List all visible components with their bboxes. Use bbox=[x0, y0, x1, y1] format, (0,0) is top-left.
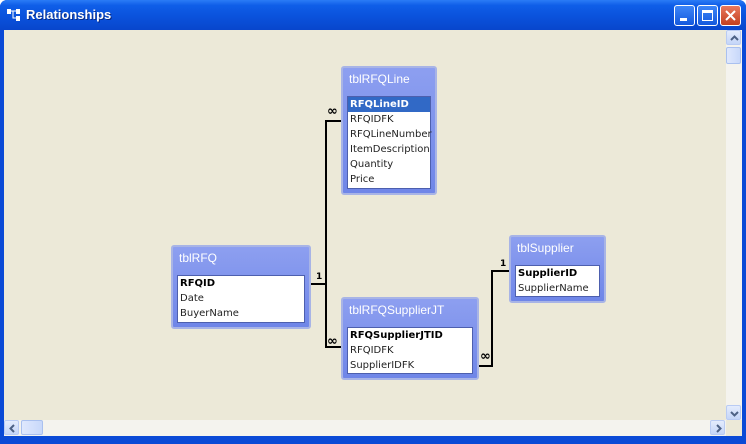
field-item[interactable]: RFQIDFK bbox=[350, 114, 394, 125]
table-title: tblRFQSupplierJT bbox=[349, 303, 445, 317]
arrow-up-icon bbox=[730, 35, 739, 41]
maximize-button[interactable] bbox=[697, 5, 718, 26]
title-bar[interactable]: Relationships bbox=[0, 0, 746, 30]
field-list[interactable]: RFQID Date BuyerName bbox=[177, 275, 305, 323]
maximize-icon bbox=[702, 10, 713, 21]
table-tblrfqline[interactable]: tblRFQLine RFQLineID RFQIDFK RFQLineNumb… bbox=[341, 66, 437, 195]
relationship-line-rfq-supplierjt bbox=[325, 284, 342, 348]
table-tblrfq[interactable]: tblRFQ RFQID Date BuyerName bbox=[171, 245, 311, 329]
close-button[interactable] bbox=[720, 5, 741, 26]
arrow-right-icon bbox=[716, 424, 722, 433]
scroll-down-button[interactable] bbox=[726, 405, 741, 420]
horizontal-scrollbar[interactable] bbox=[4, 420, 726, 436]
relationships-icon bbox=[7, 9, 20, 21]
vertical-scroll-thumb[interactable] bbox=[726, 47, 741, 64]
table-tblrfqsupplierjt[interactable]: tblRFQSupplierJT RFQSupplierJTID RFQIDFK… bbox=[341, 297, 479, 380]
minimize-button[interactable] bbox=[674, 5, 695, 26]
window-title: Relationships bbox=[26, 7, 112, 22]
field-list[interactable]: SupplierID SupplierName bbox=[515, 265, 600, 297]
field-item[interactable]: RFQLineNumber bbox=[350, 129, 432, 140]
field-item[interactable]: SupplierName bbox=[518, 283, 589, 294]
many-label-supplierjt-right: ∞ bbox=[480, 349, 491, 364]
field-item[interactable]: SupplierID bbox=[518, 268, 578, 279]
arrow-down-icon bbox=[730, 411, 739, 417]
field-item[interactable]: Price bbox=[350, 174, 375, 185]
scrollbar-corner bbox=[726, 420, 742, 436]
window-bottom-border bbox=[0, 436, 746, 444]
field-list[interactable]: RFQSupplierJTID RFQIDFK SupplierIDFK bbox=[347, 327, 473, 374]
scroll-up-button[interactable] bbox=[726, 30, 741, 45]
table-title: tblSupplier bbox=[517, 241, 574, 255]
scroll-left-button[interactable] bbox=[4, 420, 19, 435]
field-item[interactable]: Date bbox=[180, 293, 204, 304]
field-item[interactable]: RFQLineID bbox=[348, 97, 430, 112]
one-label-supplier: 1 bbox=[500, 259, 507, 269]
field-item[interactable]: RFQSupplierJTID bbox=[350, 330, 443, 341]
relationship-line-rfq-rfqline bbox=[310, 120, 342, 285]
vertical-scrollbar[interactable] bbox=[726, 30, 742, 420]
table-title: tblRFQ bbox=[179, 251, 218, 265]
relationship-line-supplierjt-supplier bbox=[478, 270, 509, 367]
one-label-rfq: 1 bbox=[316, 272, 323, 282]
field-list[interactable]: RFQLineID RFQIDFK RFQLineNumber ItemDesc… bbox=[347, 96, 432, 189]
many-label-rfqline: ∞ bbox=[327, 104, 338, 119]
scroll-right-button[interactable] bbox=[710, 420, 725, 435]
relationship-lines bbox=[310, 120, 509, 367]
field-item[interactable]: BuyerName bbox=[180, 308, 239, 319]
field-item[interactable]: Quantity bbox=[350, 159, 394, 170]
table-tblsupplier[interactable]: tblSupplier SupplierID SupplierName bbox=[509, 235, 606, 303]
field-item[interactable]: SupplierIDFK bbox=[350, 360, 415, 371]
relationships-canvas[interactable]: 1 ∞ ∞ 1 ∞ tblRFQLine RFQLineID RFQIDFK R… bbox=[4, 30, 726, 420]
arrow-left-icon bbox=[9, 424, 15, 433]
field-item[interactable]: RFQID bbox=[180, 278, 216, 289]
field-item[interactable]: RFQIDFK bbox=[350, 345, 394, 356]
many-label-supplierjt: ∞ bbox=[327, 334, 338, 349]
minimize-icon bbox=[680, 18, 687, 21]
table-title: tblRFQLine bbox=[349, 72, 410, 86]
field-item[interactable]: ItemDescription bbox=[350, 144, 430, 155]
horizontal-scroll-thumb[interactable] bbox=[21, 420, 43, 435]
close-icon bbox=[725, 10, 736, 21]
